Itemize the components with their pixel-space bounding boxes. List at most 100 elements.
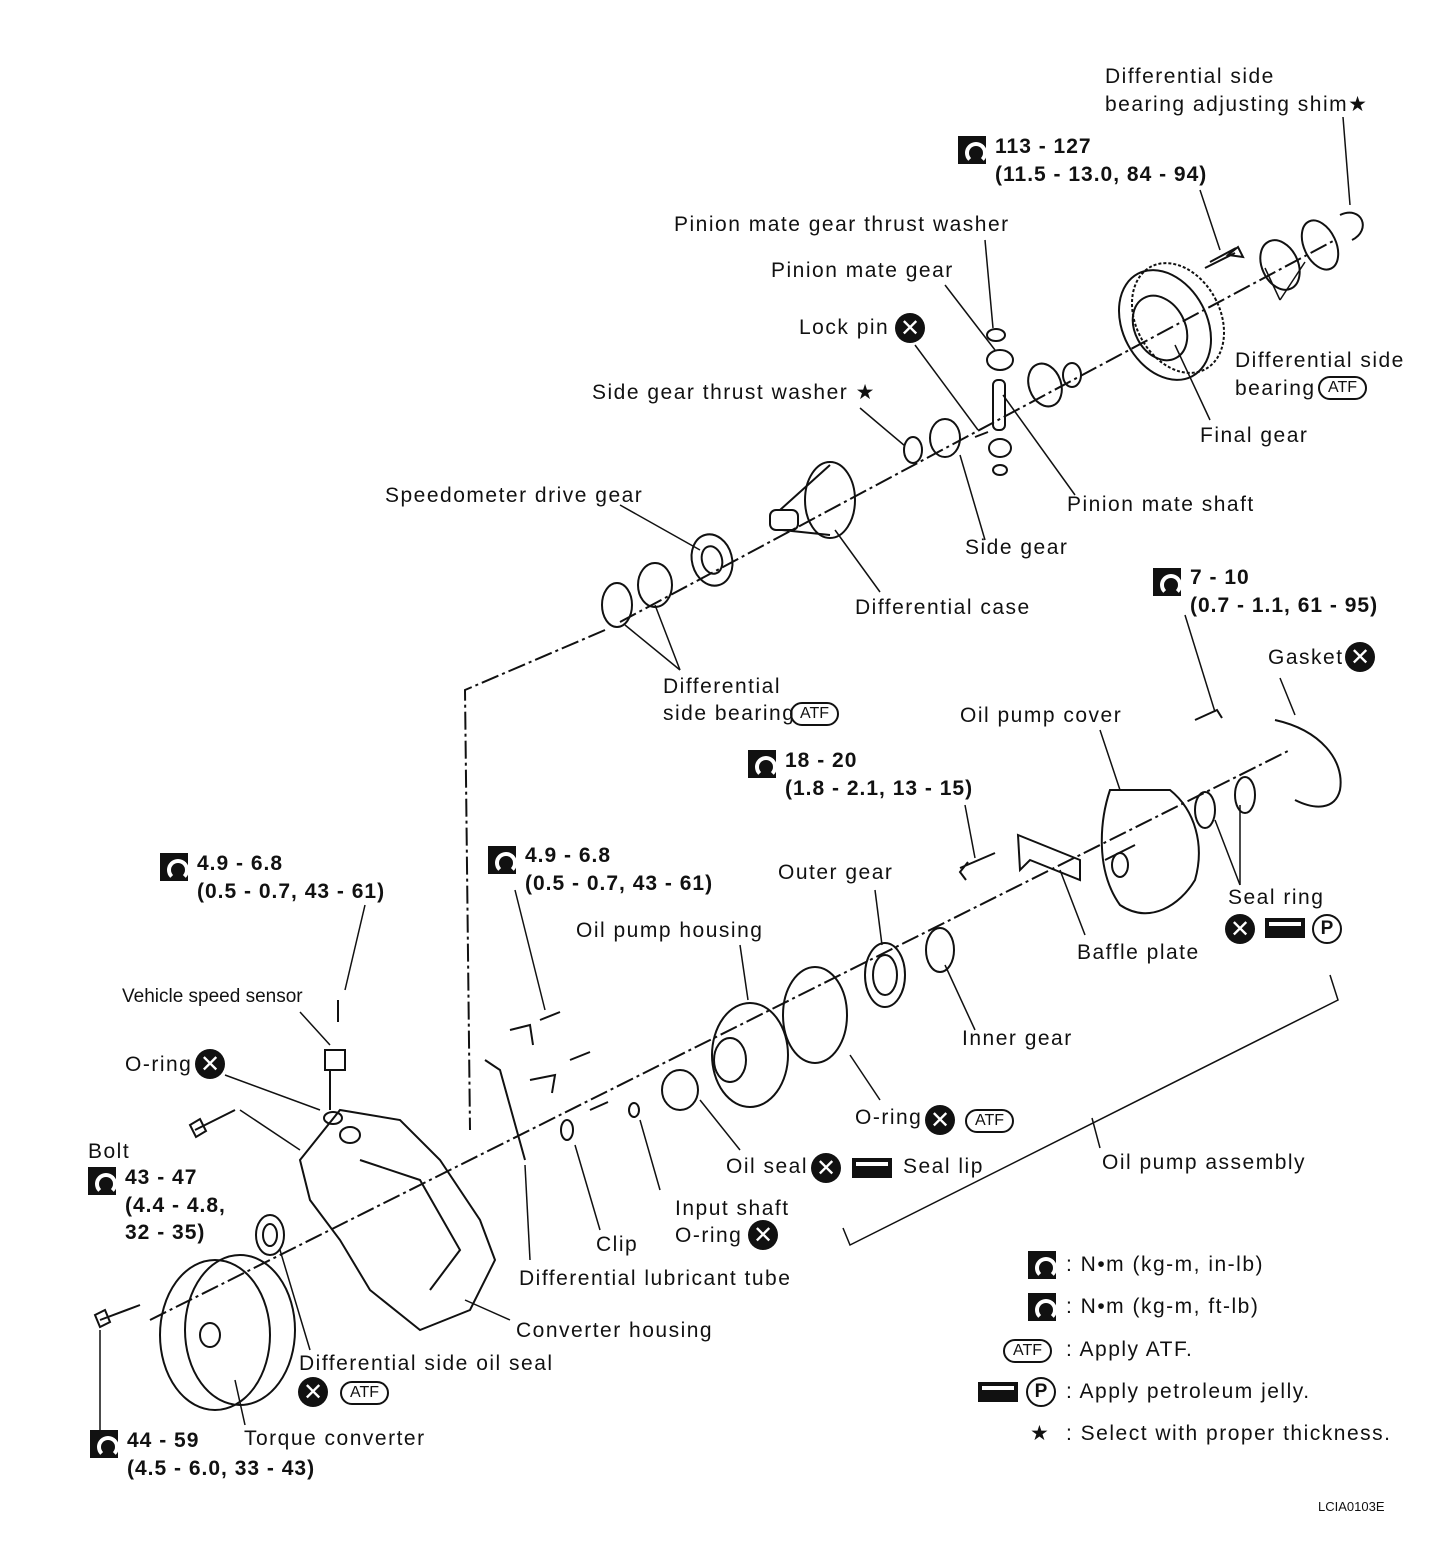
- pinion-gear-shape: [986, 349, 1014, 371]
- o-ring-label-2: O-ring: [855, 1106, 923, 1129]
- torque-43-47: 43 - 47: [125, 1166, 198, 1189]
- torque-113-127: 113 - 127: [995, 135, 1092, 158]
- atf-icon: ATF: [340, 1381, 390, 1405]
- lubricant-tube-label: Differential lubricant tube: [519, 1267, 792, 1290]
- pump-o-ring-shape: [782, 966, 848, 1064]
- p-icon: P: [1312, 914, 1342, 944]
- inner-gear-label: Inner gear: [962, 1027, 1073, 1050]
- pump-axis-line: [149, 749, 1291, 1321]
- input-o-ring-shape: [628, 1102, 640, 1118]
- replace-icon: ✕: [811, 1153, 841, 1183]
- gasket-label: Gasket: [1268, 646, 1344, 669]
- housing-bolt-shape: [188, 1109, 236, 1139]
- replace-icon: ✕: [1345, 642, 1375, 672]
- replace-icon: ✕: [195, 1049, 225, 1079]
- petroleum-jelly-icon: [1265, 918, 1305, 938]
- torque-18-20: 18 - 20: [785, 749, 858, 772]
- torque-113-127-detail: (11.5 - 13.0, 84 - 94): [995, 163, 1208, 186]
- leader-lines: [99, 116, 1351, 1430]
- torque-18-20-detail: (1.8 - 2.1, 13 - 15): [785, 777, 974, 800]
- diff-side-oil-seal-label: Differential side oil seal: [299, 1352, 554, 1375]
- clip-label: Clip: [596, 1233, 639, 1256]
- oil-pump-housing-label: Oil pump housing: [576, 919, 764, 942]
- lock-pin-label: Lock pin: [799, 316, 890, 339]
- atf-icon: ATF: [790, 702, 840, 726]
- speedometer-gear-label: Speedometer drive gear: [385, 484, 644, 507]
- wrench-icon: [958, 136, 987, 169]
- diff-side-bearing-left-label-1: Differential: [663, 675, 781, 698]
- converter-bolt-shape: [93, 1304, 141, 1329]
- pinion-shaft-shape: [992, 379, 1006, 431]
- wrench-icon: [748, 750, 777, 783]
- legend-item: : N•m (kg-m, in-lb): [1066, 1253, 1265, 1276]
- legend-item: : Apply petroleum jelly.: [1066, 1380, 1311, 1403]
- gasket-shape: [1274, 719, 1342, 808]
- wrench-icon: [488, 846, 517, 879]
- right-race-shape: [1300, 219, 1340, 271]
- wrench-icon: [1153, 568, 1182, 601]
- final-bolt-shape: [1204, 245, 1245, 269]
- seal-ring-1: [1194, 791, 1216, 829]
- vss-shape: [324, 1000, 346, 1110]
- replace-icon: ✕: [298, 1377, 328, 1407]
- shim-shape: [1339, 211, 1364, 241]
- legend-wrench-ftlb-icon: [1028, 1293, 1057, 1326]
- left-bearing-shape: [637, 562, 673, 608]
- o-ring-label-1: O-ring: [125, 1053, 193, 1076]
- side-washer-shape: [903, 436, 923, 464]
- replace-icon: ✕: [925, 1105, 955, 1135]
- side-gear-right-shape: [1027, 362, 1063, 408]
- pinion-mate-shaft-label: Pinion mate shaft: [1067, 493, 1255, 516]
- seal-lip-label: Seal lip: [903, 1155, 984, 1178]
- legend-item: : N•m (kg-m, ft-lb): [1066, 1295, 1260, 1318]
- seal-ring-2: [1234, 776, 1256, 814]
- lube-tube-shape: [484, 1059, 526, 1161]
- converter-housing-shape: [298, 1108, 497, 1332]
- petroleum-jelly-icon: [852, 1158, 892, 1178]
- baffle-plate-label: Baffle plate: [1077, 941, 1200, 964]
- oil-pump-cover-label: Oil pump cover: [960, 704, 1123, 727]
- oil-seal-shape: [661, 1069, 699, 1111]
- pinion-mate-gear-label: Pinion mate gear: [771, 259, 954, 282]
- wrench-icon: [88, 1167, 117, 1200]
- legend-jelly-icon: [978, 1382, 1018, 1402]
- torque-4-9-mid-detail: (0.5 - 0.7, 43 - 61): [525, 872, 714, 895]
- diff-oil-seal-shape: [255, 1214, 285, 1256]
- side-gear-label: Side gear: [965, 536, 1069, 559]
- legend-item: : Select with proper thickness.: [1066, 1422, 1392, 1445]
- oil-pump-housing-shape: [711, 1002, 789, 1108]
- clamp-shapes: [509, 1011, 609, 1111]
- vehicle-speed-sensor-label: Vehicle speed sensor: [122, 986, 303, 1007]
- bolt-label: Bolt: [88, 1140, 131, 1163]
- diff-side-bearing-left-label-2: side bearing: [663, 702, 796, 725]
- torque-7-10-detail: (0.7 - 1.1, 61 - 95): [1190, 594, 1379, 617]
- reference-code: LCIA0103E: [1318, 1499, 1385, 1514]
- pinion-mate-washer-label: Pinion mate gear thrust washer: [674, 213, 1010, 236]
- differential-case-label: Differential case: [855, 596, 1031, 619]
- legend-item: : Apply ATF.: [1066, 1338, 1194, 1361]
- differential-case-shape: [769, 461, 856, 539]
- replace-icon: ✕: [895, 313, 925, 343]
- outer-gear-shape: [864, 942, 906, 1008]
- torque-44-59: 44 - 59: [127, 1429, 200, 1452]
- seal-ring-label: Seal ring: [1228, 886, 1325, 909]
- torque-4-9-mid: 4.9 - 6.8: [525, 844, 612, 867]
- oil-seal-label: Oil seal: [726, 1155, 809, 1178]
- diff-side-shim-label-1: Differential side: [1105, 65, 1275, 88]
- legend-star-icon: ★: [1030, 1422, 1051, 1445]
- torque-7-10: 7 - 10: [1190, 566, 1250, 589]
- atf-icon: ATF: [965, 1109, 1015, 1133]
- atf-icon: ATF: [1318, 376, 1368, 400]
- torque-4-9-left-detail: (0.5 - 0.7, 43 - 61): [197, 880, 386, 903]
- transfer-line: [463, 629, 606, 1131]
- right-bearing-shape: [1259, 239, 1301, 291]
- input-shaft-label-1: Input shaft: [675, 1197, 790, 1220]
- converter-housing-label: Converter housing: [516, 1319, 714, 1342]
- diff-side-bearing-right-label-1: Differential side: [1235, 349, 1405, 372]
- legend-wrench-inlb-icon: [1028, 1251, 1057, 1284]
- input-shaft-label-2: O-ring: [675, 1224, 743, 1247]
- replace-icon: ✕: [1225, 914, 1255, 944]
- torque-43-47-detail-2: 32 - 35): [125, 1221, 206, 1244]
- baffle-plate-shape: [1016, 833, 1081, 882]
